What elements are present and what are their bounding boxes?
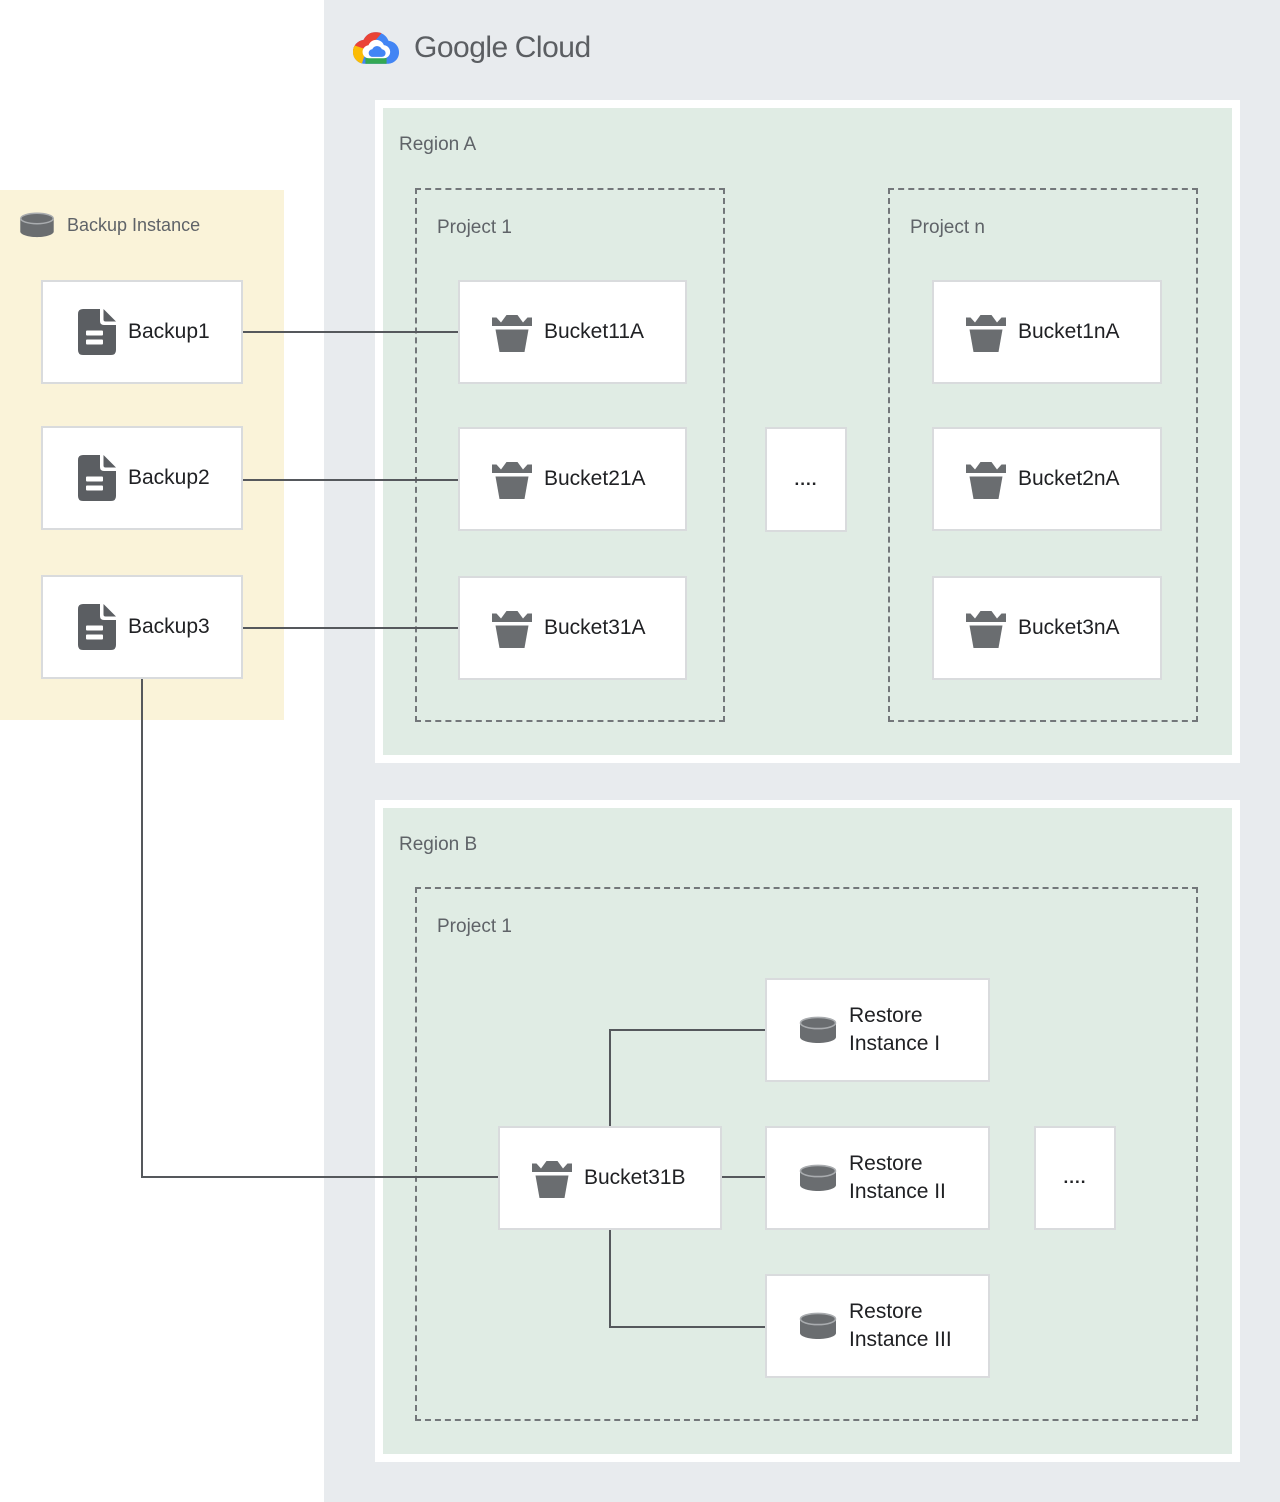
backup-panel-title-label: Backup Instance: [67, 214, 201, 235]
bucket3na-label: Bucket3nA: [1018, 616, 1120, 639]
bucket31a-label: Bucket31A: [544, 616, 646, 639]
ellipsis-text: ....: [1063, 1168, 1087, 1187]
connector-backup3-bucket31a: [243, 627, 458, 629]
region-a-project-n-label: Project n: [910, 217, 985, 238]
document-icon: [78, 309, 116, 355]
restore-instance-3-node: Restore Instance III: [765, 1274, 990, 1378]
region-a-ellipsis-node: ....: [765, 427, 847, 532]
connector-backup3-bucket31b-segment: [141, 1176, 498, 1178]
restore-instance-1-node: Restore Instance I: [765, 978, 990, 1082]
document-icon: [78, 455, 116, 501]
bucket11a-node: Bucket11A: [458, 280, 687, 384]
restore-instance-3-label: Restore Instance III: [849, 1300, 952, 1351]
database-cylinder-icon: [799, 1312, 837, 1340]
database-cylinder-icon: [799, 1164, 837, 1192]
region-a-project-n-box: Project n Bucket1nA Bucket2nA: [888, 188, 1198, 722]
storage-bucket-icon: [492, 312, 532, 352]
bucket1na-label: Bucket1nA: [1018, 320, 1120, 343]
storage-bucket-icon: [492, 608, 532, 648]
logo-brand-text: Google: [414, 31, 508, 64]
restore-instance-1-label: Restore Instance I: [849, 1004, 941, 1055]
restore-instance-2-label: Restore Instance II: [849, 1152, 946, 1203]
connector-backup3-down-segment: [141, 679, 143, 1178]
bucket2na-node: Bucket2nA: [932, 427, 1162, 531]
backup1-label: Backup1: [128, 320, 210, 343]
region-b-box: Region B Project 1 Restore Instance I: [375, 800, 1240, 1462]
region-b-label: Region B: [399, 834, 478, 855]
bucket2na-label: Bucket2nA: [1018, 467, 1120, 490]
region-a-box: Region A Project 1 Bucket11A: [375, 100, 1240, 763]
restore-instance-2-node: Restore Instance II: [765, 1126, 990, 1230]
bucket31a-node: Bucket31A: [458, 576, 687, 680]
connector-backup1-bucket11a: [243, 331, 458, 333]
connector-bucket31b-restore3-segment: [609, 1326, 765, 1328]
storage-bucket-icon: [492, 459, 532, 499]
storage-bucket-icon: [532, 1158, 572, 1198]
bucket3na-node: Bucket3nA: [932, 576, 1162, 680]
region-a-project-1-label: Project 1: [437, 217, 512, 238]
region-a-label: Region A: [399, 134, 477, 155]
bucket1na-node: Bucket1nA: [932, 280, 1162, 384]
connector-bucket31b-restore2: [722, 1176, 765, 1178]
bucket31b-node: Bucket31B: [498, 1126, 722, 1230]
connector-bucket31b-restore1-segment: [609, 1029, 765, 1031]
ellipsis-text: ....: [794, 469, 818, 489]
storage-bucket-icon: [966, 459, 1006, 499]
bucket21a-node: Bucket21A: [458, 427, 687, 531]
backup2-label: Backup2: [128, 466, 210, 489]
connector-bucket31b-up-segment: [609, 1030, 611, 1126]
backup-panel-title: Backup Instance: [18, 212, 200, 238]
document-icon: [78, 604, 116, 650]
logo-suffix-text: Cloud: [514, 31, 591, 64]
bucket31b-label: Bucket31B: [584, 1166, 686, 1189]
backup1-node: Backup1: [41, 280, 243, 384]
region-b-project-1-box: Project 1 Restore Instance I: [415, 887, 1198, 1421]
region-b-project-1-label: Project 1: [437, 916, 512, 937]
region-b-ellipsis-node: ....: [1034, 1126, 1116, 1230]
database-cylinder-icon: [20, 212, 54, 238]
backup3-node: Backup3: [41, 575, 243, 679]
bucket11a-label: Bucket11A: [544, 320, 645, 343]
region-a-project-1-box: Project 1 Bucket11A Bucket21A: [415, 188, 725, 722]
google-cloud-icon: [352, 32, 400, 64]
backup-instance-panel: Backup Instance Backup1: [0, 190, 284, 720]
storage-bucket-icon: [966, 608, 1006, 648]
bucket21a-label: Bucket21A: [544, 467, 646, 490]
backup2-node: Backup2: [41, 426, 243, 530]
database-cylinder-icon: [799, 1016, 837, 1044]
storage-bucket-icon: [966, 312, 1006, 352]
connector-bucket31b-down-segment: [609, 1230, 611, 1328]
connector-backup2-bucket21a: [243, 479, 458, 481]
backup3-label: Backup3: [128, 615, 210, 638]
